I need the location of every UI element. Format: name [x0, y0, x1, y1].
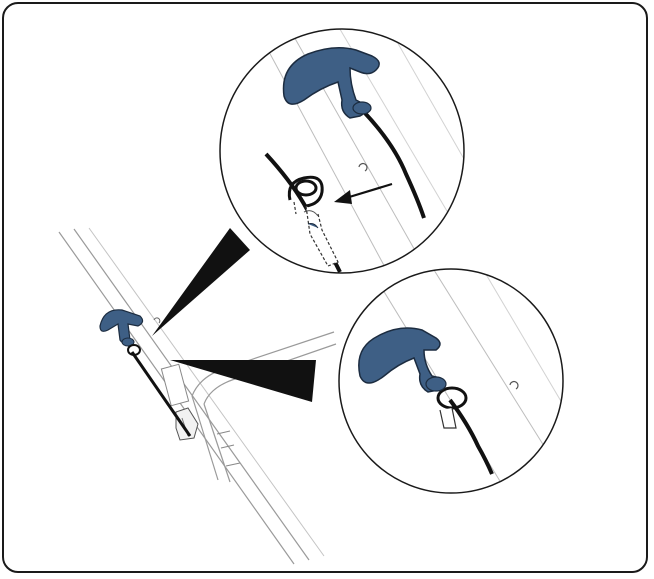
callout-wedge-bottom [170, 360, 316, 402]
illustration-frame [2, 2, 648, 573]
detail-top-rope-guide [219, 28, 465, 274]
callout-wedge-top [152, 228, 250, 336]
rope-guide-hook-icon [287, 175, 339, 267]
starter-handle-icon-detail [358, 327, 447, 393]
starter-handle-icon [99, 309, 144, 356]
rope-in-guide-icon [436, 386, 468, 429]
knob-icon [175, 407, 199, 441]
detail-bottom-rope-in-guide [338, 268, 564, 494]
starter-handle-icon-large [282, 47, 380, 119]
assembly-diagram [58, 28, 564, 565]
arrow-left-icon [334, 182, 393, 204]
overview-mower-handle [58, 227, 337, 565]
